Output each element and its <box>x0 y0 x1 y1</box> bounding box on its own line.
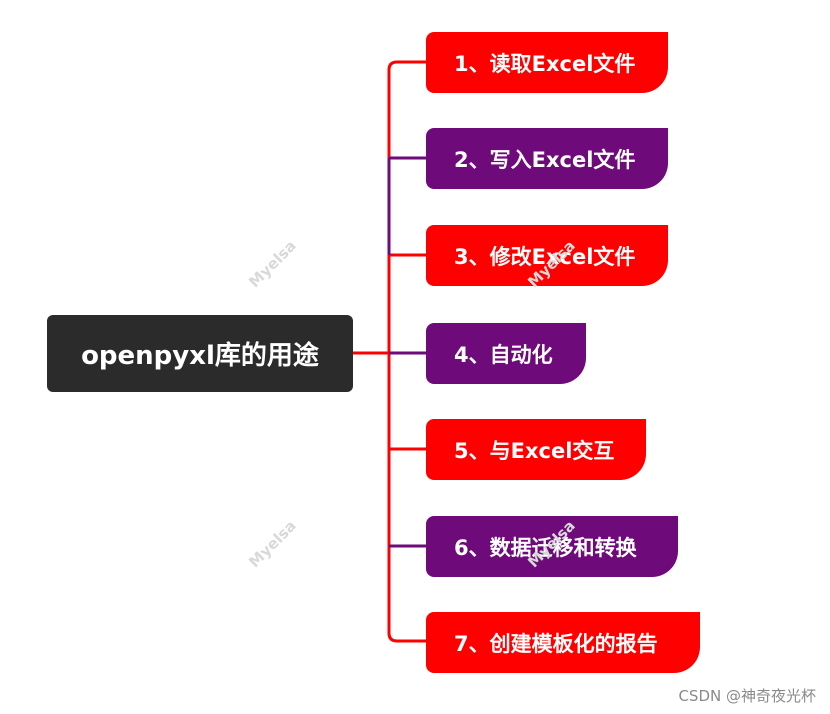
branch-data-migration: 6、数据迁移和转换 <box>426 516 678 577</box>
branch-template-reports: 7、创建模板化的报告 <box>426 612 700 673</box>
source-credit: CSDN @神奇夜光杯 <box>678 687 816 705</box>
root-node: openpyxl库的用途 <box>47 315 353 392</box>
branch-modify-excel: 3、修改Excel文件 <box>426 225 668 286</box>
branch-automation: 4、自动化 <box>426 323 586 384</box>
branch-read-excel: 1、读取Excel文件 <box>426 32 668 93</box>
branch-write-excel: 2、写入Excel文件 <box>426 128 668 189</box>
branch-interact-excel: 5、与Excel交互 <box>426 419 646 480</box>
